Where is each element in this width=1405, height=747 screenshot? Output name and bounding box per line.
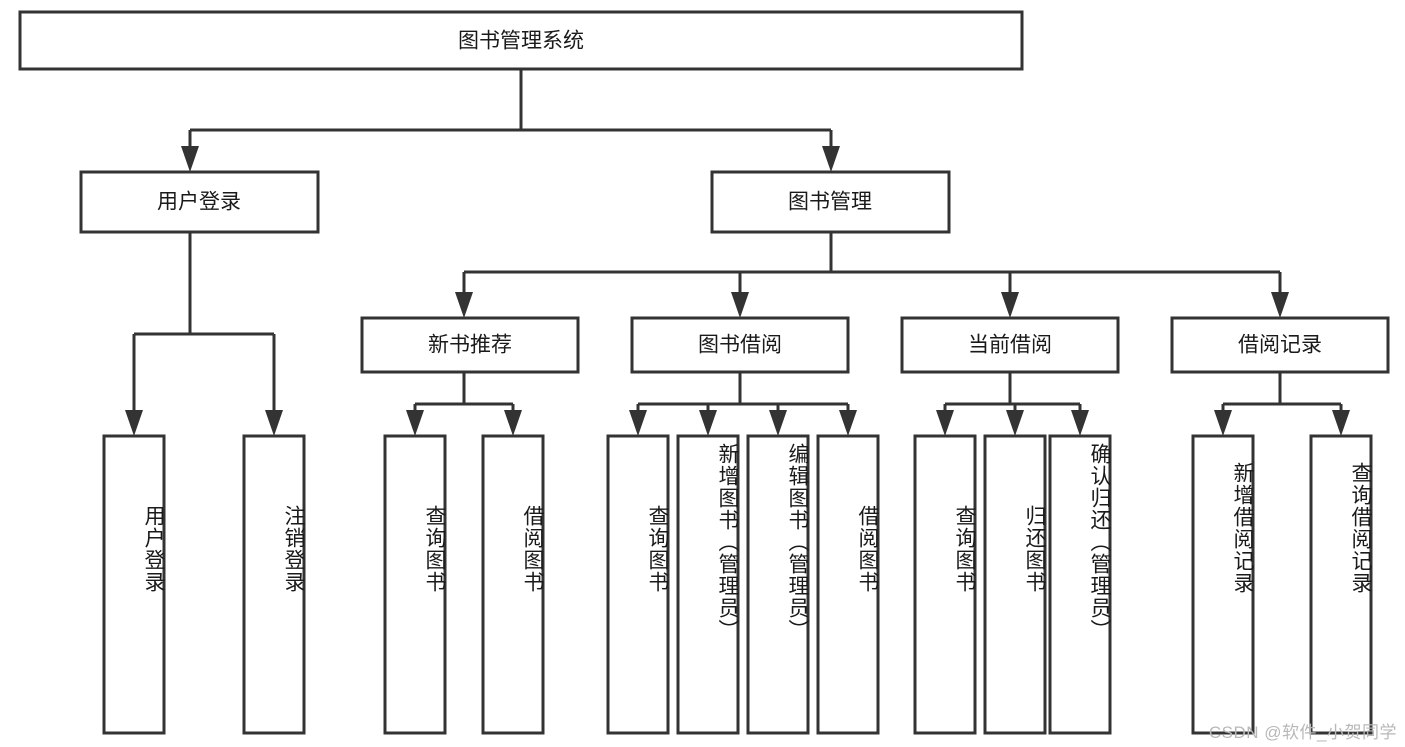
node-box-current-borrow[interactable] <box>900 316 1120 374</box>
arrow-head-book-borrow <box>731 292 749 318</box>
arrow-head-leaf-add-record <box>1214 410 1232 436</box>
arrow-head-leaf-return-book <box>1006 410 1024 436</box>
node-label-current-borrow: 当前借阅 <box>968 334 1052 357</box>
connector-group-current-borrow <box>936 372 1089 436</box>
node-label-book-manage: 图书管理 <box>788 191 872 214</box>
node-box-leaf-add-book[interactable] <box>676 434 740 735</box>
connector-group-book-manage <box>455 232 1289 318</box>
node-label-book-borrow: 图书借阅 <box>698 334 782 357</box>
node-box-leaf-user-login[interactable] <box>102 434 166 735</box>
connector-group-new-book-recommend <box>406 372 522 436</box>
arrow-head-leaf-edit-book <box>769 410 787 436</box>
node-box-book-manage[interactable] <box>710 170 951 234</box>
connector-group-root <box>181 69 840 172</box>
node-box-root[interactable] <box>18 10 1024 71</box>
node-label-root: 图书管理系统 <box>458 30 584 53</box>
connector-group-user-login <box>125 232 283 436</box>
arrow-head-book-manage <box>822 146 840 172</box>
arrow-head-leaf-add-book <box>699 410 717 436</box>
connector-group-book-borrow <box>629 372 857 436</box>
node-box-new-book-recommend[interactable] <box>360 316 580 374</box>
arrow-head-user-login <box>181 146 199 172</box>
node-box-leaf-user-logout[interactable] <box>242 434 306 735</box>
node-box-leaf-return-book[interactable] <box>983 434 1047 735</box>
arrow-head-current-borrow <box>1001 292 1019 318</box>
node-box-borrow-record[interactable] <box>1170 316 1390 374</box>
node-box-book-borrow[interactable] <box>630 316 850 374</box>
arrow-head-leaf-query-book-1 <box>406 410 424 436</box>
node-box-user-login[interactable] <box>79 170 320 234</box>
arrow-head-leaf-confirm-return <box>1071 410 1089 436</box>
arrow-head-leaf-query-book-3 <box>936 410 954 436</box>
arrow-head-leaf-user-login <box>125 410 143 436</box>
csdn-watermark: CSDN @软件_小贺同学 <box>1208 723 1397 742</box>
node-box-leaf-borrow-book-2[interactable] <box>816 434 880 735</box>
arrow-head-leaf-borrow-book-2 <box>839 410 857 436</box>
arrow-head-new-book-recommend <box>455 292 473 318</box>
node-box-leaf-query-book-1[interactable] <box>383 434 447 735</box>
arrow-head-leaf-query-record <box>1332 410 1350 436</box>
arrow-head-borrow-record <box>1271 292 1289 318</box>
node-box-leaf-borrow-book-1[interactable] <box>481 434 545 735</box>
node-label-user-login: 用户登录 <box>157 191 241 214</box>
connector-group-borrow-record <box>1214 372 1350 436</box>
node-box-leaf-confirm-return[interactable] <box>1048 434 1112 735</box>
arrow-head-leaf-borrow-book-1 <box>504 410 522 436</box>
arrow-head-leaf-user-logout <box>265 410 283 436</box>
node-label-borrow-record: 借阅记录 <box>1238 334 1322 357</box>
node-box-leaf-query-book-3[interactable] <box>913 434 977 735</box>
node-box-leaf-query-book-2[interactable] <box>606 434 670 735</box>
node-box-leaf-query-record[interactable] <box>1309 434 1373 735</box>
node-label-new-book-recommend: 新书推荐 <box>428 334 512 357</box>
node-box-leaf-edit-book[interactable] <box>746 434 810 735</box>
node-box-leaf-add-record[interactable] <box>1191 434 1255 735</box>
arrow-head-leaf-query-book-2 <box>629 410 647 436</box>
